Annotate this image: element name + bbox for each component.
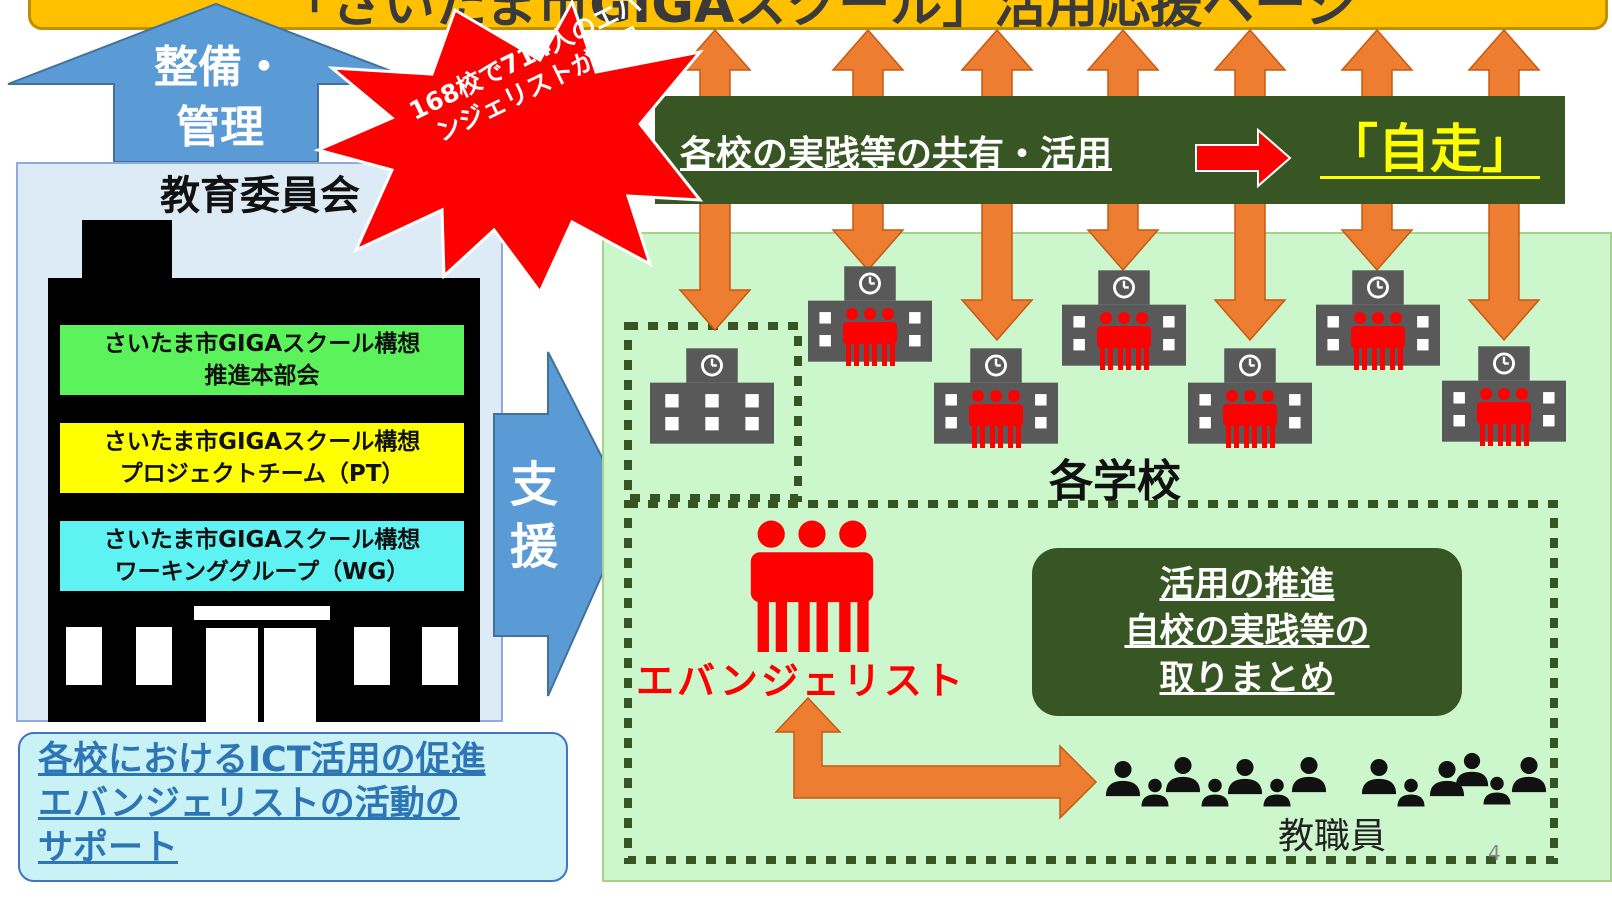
building-door (206, 628, 258, 722)
sharing-label: 各校の実践等の共有・活用 (680, 134, 1113, 175)
schools-label: 各学校 (1049, 456, 1181, 507)
connection-arrow-icon (774, 696, 1098, 820)
building-window (136, 627, 172, 685)
org-box-project-team: さいたま市GIGAスクール構想 プロジェクトチーム（PT） (60, 423, 464, 493)
self-driving-underline (1320, 176, 1540, 179)
building-window (354, 627, 390, 685)
promotion-line: 活用の推進 (1159, 564, 1335, 605)
school-internal-region (624, 500, 1558, 864)
evangelist-label: エバンジェリスト (636, 659, 966, 703)
support-label: 支 援 (509, 457, 558, 575)
building-chimney (82, 220, 172, 282)
promotion-line: 取りまとめ (1159, 658, 1335, 699)
board-title: 教育委員会 (160, 173, 360, 219)
building-window (66, 627, 102, 685)
promotion-line: 自校の実践等の (1124, 611, 1370, 652)
org-box-working-group: さいたま市GIGAスクール構想 ワーキンググループ（WG） (60, 521, 464, 591)
staff-label: 教職員 (1278, 816, 1387, 857)
self-driving-label: 「自走」 (1325, 120, 1534, 180)
building-door-frame (194, 606, 330, 620)
maintenance-label: 整備・ 管理 (154, 42, 286, 153)
sharing-bar (655, 96, 1565, 204)
promotion-box: 活用の推進 自校の実践等の 取りまとめ (1032, 548, 1462, 716)
support-description-box: 各校におけるICT活用の促進 エバンジェリストの活動の サポート (18, 732, 568, 882)
building-door (264, 628, 316, 722)
description-line: サポート (38, 828, 179, 868)
page-number: 4 (1488, 841, 1501, 865)
description-line: エバンジェリストの活動の (38, 784, 460, 824)
org-box-headquarters: さいたま市GIGAスクール構想 推進本部会 (60, 325, 464, 395)
description-line: 各校におけるICT活用の促進 (38, 740, 486, 780)
building-window (422, 627, 458, 685)
